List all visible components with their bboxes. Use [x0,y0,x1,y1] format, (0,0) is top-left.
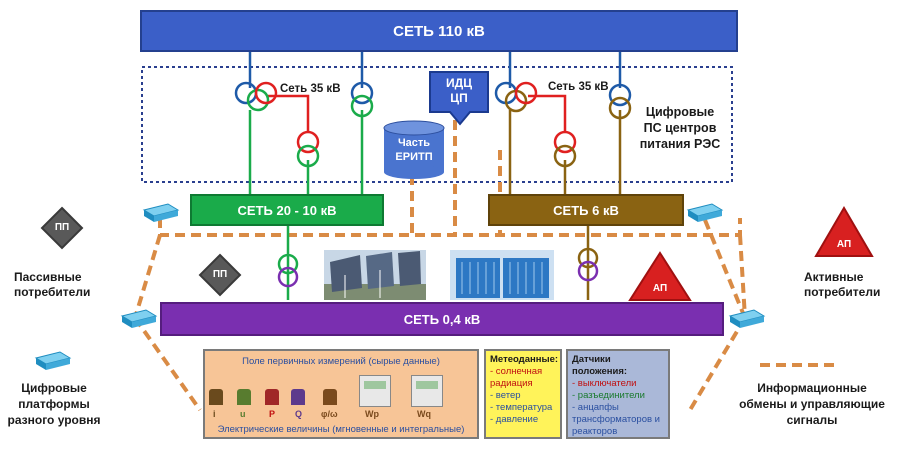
measurement-symbols: i u P Q φ/ω Wp Wq [205,409,477,421]
substation-boundary [141,66,733,183]
net-35kv-left-label: Сеть 35 кВ [280,83,341,95]
active-caption: Активные потребители [804,270,880,300]
eritp-cylinder [383,120,445,179]
legend-caption-line3: сигналы [786,413,838,427]
symbol-q: Q [295,409,303,419]
position-sensors-item-3: - анцапфы [572,402,619,413]
meteo-panel: Метеоданные: - солнечная радиация - вете… [484,349,562,439]
eritp-line2: ЕРИТП [395,151,433,163]
platforms-caption-line2: платформы [18,397,90,411]
passive-badge-left: ПП [54,222,70,233]
symbol-u: u [240,409,246,419]
active-caption-line2: потребители [804,285,881,299]
meteo-item-5: - давление [490,414,539,425]
measurements-footer: Электрические величины (мгновенные и инт… [217,424,465,435]
active-badge-bus: АП [652,283,668,294]
eritp-label: Часть ЕРИТП [384,136,444,164]
energy-meter-wq-icon [411,375,443,407]
net-35kv-right-label: Сеть 35 кВ [548,81,609,93]
substation-caption: Цифровые ПС центров питания РЭС [630,104,730,152]
bus-110kv-label: СЕТЬ 110 кВ [393,22,485,40]
position-sensors-title: Датчики положения: [572,354,628,377]
symbol-p: P [269,409,276,419]
symbol-i: i [213,409,216,419]
substation-caption-line1: Цифровые [645,105,715,119]
active-badge-right: АП [836,239,852,250]
bus-20-10kv-label: СЕТЬ 20 - 10 кВ [237,202,337,218]
reactive-power-meter-icon [291,389,305,405]
solar-picture [324,250,426,300]
idc-label: ИДЦ ЦП [430,76,488,106]
passive-caption-line2: потребители [14,285,91,299]
symbol-wp: Wp [365,409,379,419]
current-meter-icon [209,389,223,405]
passive-caption-line1: Пассивные [14,270,82,284]
phase-meter-icon [323,389,337,405]
meteo-item-2: радиация [490,378,533,389]
measurements-panel: Поле первичных измерений (сырые данные) … [203,349,479,439]
idc-shape [429,71,489,126]
symbol-phi: φ/ω [321,409,338,419]
storage-picture [450,250,554,300]
position-sensors-item-4: трансформаторов и [572,414,660,425]
active-caption-line1: Активные [804,270,864,284]
position-sensors-item-1: - выключатели [572,378,637,389]
legend-caption-line1: Информационные [757,381,867,395]
bus-6kv-label: СЕТЬ 6 кВ [553,202,619,218]
voltage-meter-icon [237,389,251,405]
bus-0-4kv: СЕТЬ 0,4 кВ [160,302,724,336]
active-power-meter-icon [265,389,279,405]
bus-110kv: СЕТЬ 110 кВ [140,10,738,52]
eritp-line1: Часть [397,137,431,149]
bus-0-4kv-label: СЕТЬ 0,4 кВ [403,311,481,327]
platforms-caption-line3: разного уровня [7,413,101,427]
passive-badge-bus: ПП [212,269,228,280]
meteo-title: Метеоданные: [490,354,559,365]
meteo-item-3: - ветер [490,390,521,401]
energy-meter-wp-icon [359,375,391,407]
passive-diamonds [40,206,242,297]
substation-caption-line3: питания РЭС [639,137,721,151]
position-sensors-panel: Датчики положения: - выключатели - разъе… [566,349,670,439]
switch-icons [34,203,766,370]
bus-6kv: СЕТЬ 6 кВ [488,194,684,226]
meteo-item-4: - температура [490,402,553,413]
bus-20-10kv: СЕТЬ 20 - 10 кВ [190,194,384,226]
active-triangles [628,206,874,301]
measurements-title: Поле первичных измерений (сырые данные) [242,356,440,367]
platforms-caption: Цифровые платформы разного уровня [4,380,104,428]
platforms-caption-line1: Цифровые [21,381,87,395]
legend-caption: Информационные обмены и управляющие сигн… [728,380,896,428]
position-sensors-item-5: реакторов [572,426,618,437]
position-sensors-item-2: - разъединители [572,390,645,401]
substation-caption-line2: ПС центров [643,121,717,135]
passive-caption: Пассивные потребители [14,270,90,300]
transformer-icons [234,81,632,288]
idc-line2: ЦП [450,91,468,105]
idc-line1: ИДЦ [446,76,472,90]
legend-caption-line2: обмены и управляющие [739,397,885,411]
meteo-item-1: - солнечная [490,366,543,377]
symbol-wq: Wq [417,409,431,419]
